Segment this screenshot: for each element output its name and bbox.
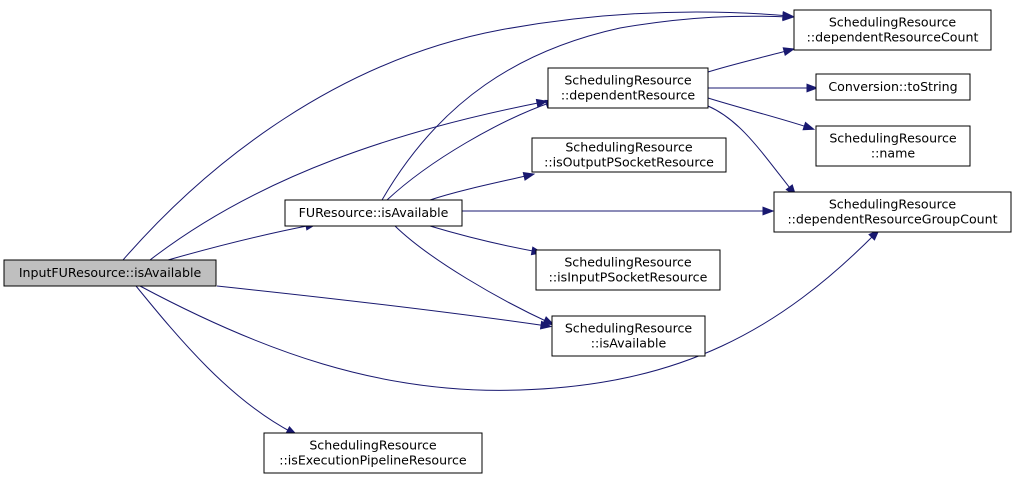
node-exec[interactable]: SchedulingResource::isExecutionPipelineR… — [263, 432, 483, 474]
edge-dep-to-tostr — [708, 83, 819, 93]
node-box — [793, 9, 992, 51]
node-label: ::dependentResourceCount — [807, 30, 979, 45]
node-label: SchedulingResource — [564, 255, 692, 270]
node-box — [551, 315, 706, 357]
edge-line — [707, 49, 791, 73]
node-name[interactable]: SchedulingResource::name — [815, 125, 971, 167]
edge-line — [167, 224, 313, 261]
node-label: ::dependentResourceGroupCount — [787, 212, 997, 227]
edge-line — [429, 225, 539, 253]
node-dep[interactable]: SchedulingResource::dependentResource — [547, 67, 709, 109]
edge-line — [386, 101, 553, 201]
node-box — [815, 125, 971, 167]
node-label: SchedulingResource — [829, 197, 957, 212]
edge-fu-to-in — [429, 225, 544, 256]
node-box — [531, 137, 727, 173]
node-grpcount[interactable]: SchedulingResource::dependentResourceGro… — [773, 191, 1012, 233]
edge-line — [381, 15, 790, 201]
arrow-head-icon — [542, 316, 555, 326]
node-label: Conversion::toString — [828, 79, 957, 94]
node-isavail[interactable]: SchedulingResource::isAvailable — [551, 315, 706, 357]
edge-line — [139, 232, 877, 391]
node-input[interactable]: InputFUResource::isAvailable — [3, 259, 217, 287]
arrow-head-icon — [782, 12, 795, 22]
nodes-layer: InputFUResource::isAvailable FUResource::… — [3, 9, 1012, 474]
node-label: ::isAvailable — [591, 336, 667, 351]
node-label: SchedulingResource — [829, 15, 957, 30]
node-label: InputFUResource::isAvailable — [19, 265, 202, 280]
edge-line — [149, 101, 544, 261]
node-box — [3, 259, 217, 287]
edge-input-to-isavail — [216, 285, 553, 330]
edge-fu-to-out — [429, 172, 536, 201]
edge-line — [707, 97, 811, 129]
arrow-head-icon — [802, 121, 816, 131]
node-label: ::name — [871, 146, 915, 161]
edge-fu-to-grpcount — [462, 206, 775, 216]
node-tostr[interactable]: Conversion::toString — [815, 73, 971, 101]
edge-dep-to-name — [707, 97, 816, 131]
edge-input-to-grpcount — [139, 229, 880, 391]
edge-input-to-dep — [149, 98, 549, 261]
node-depcount[interactable]: SchedulingResource::dependentResourceCou… — [793, 9, 992, 51]
edge-input-to-fu — [167, 221, 318, 261]
edge-fu-to-isavail — [394, 225, 555, 326]
edges-layer — [122, 10, 880, 436]
edge-input-to-exec — [135, 285, 298, 436]
node-box — [284, 199, 463, 227]
node-label: FUResource::isAvailable — [299, 205, 449, 220]
arrow-head-icon — [806, 83, 819, 93]
edge-dep-to-depcount — [707, 47, 796, 73]
node-label: ::isOutputPSocketResource — [544, 155, 714, 170]
edge-line — [216, 285, 548, 327]
edge-line — [429, 174, 531, 201]
node-box — [547, 67, 709, 109]
node-label: SchedulingResource — [564, 73, 692, 88]
edge-line — [135, 285, 294, 434]
arrow-head-icon — [762, 206, 775, 216]
arrow-head-icon — [522, 172, 536, 181]
node-in[interactable]: SchedulingResource::isInputPSocketResour… — [535, 249, 721, 291]
node-box — [263, 432, 483, 474]
edge-line — [394, 225, 551, 324]
node-label: ::isInputPSocketResource — [549, 270, 708, 285]
node-label: ::isExecutionPipelineResource — [279, 453, 467, 468]
node-label: SchedulingResource — [309, 438, 437, 453]
node-label: SchedulingResource — [565, 140, 693, 155]
node-label: ::dependentResource — [561, 88, 696, 103]
arrow-head-icon — [535, 98, 549, 108]
edge-fu-to-depcount — [381, 12, 795, 201]
node-box — [535, 249, 721, 291]
node-box — [815, 73, 971, 101]
edge-line — [122, 11, 790, 261]
node-fu[interactable]: FUResource::isAvailable — [284, 199, 463, 227]
node-out[interactable]: SchedulingResource::isOutputPSocketResou… — [531, 137, 727, 173]
node-box — [773, 191, 1012, 233]
edge-line — [707, 105, 794, 193]
edge-fu-to-dep — [386, 99, 558, 201]
node-label: SchedulingResource — [565, 321, 693, 336]
arrow-head-icon — [782, 47, 796, 57]
node-label: SchedulingResource — [829, 131, 957, 146]
